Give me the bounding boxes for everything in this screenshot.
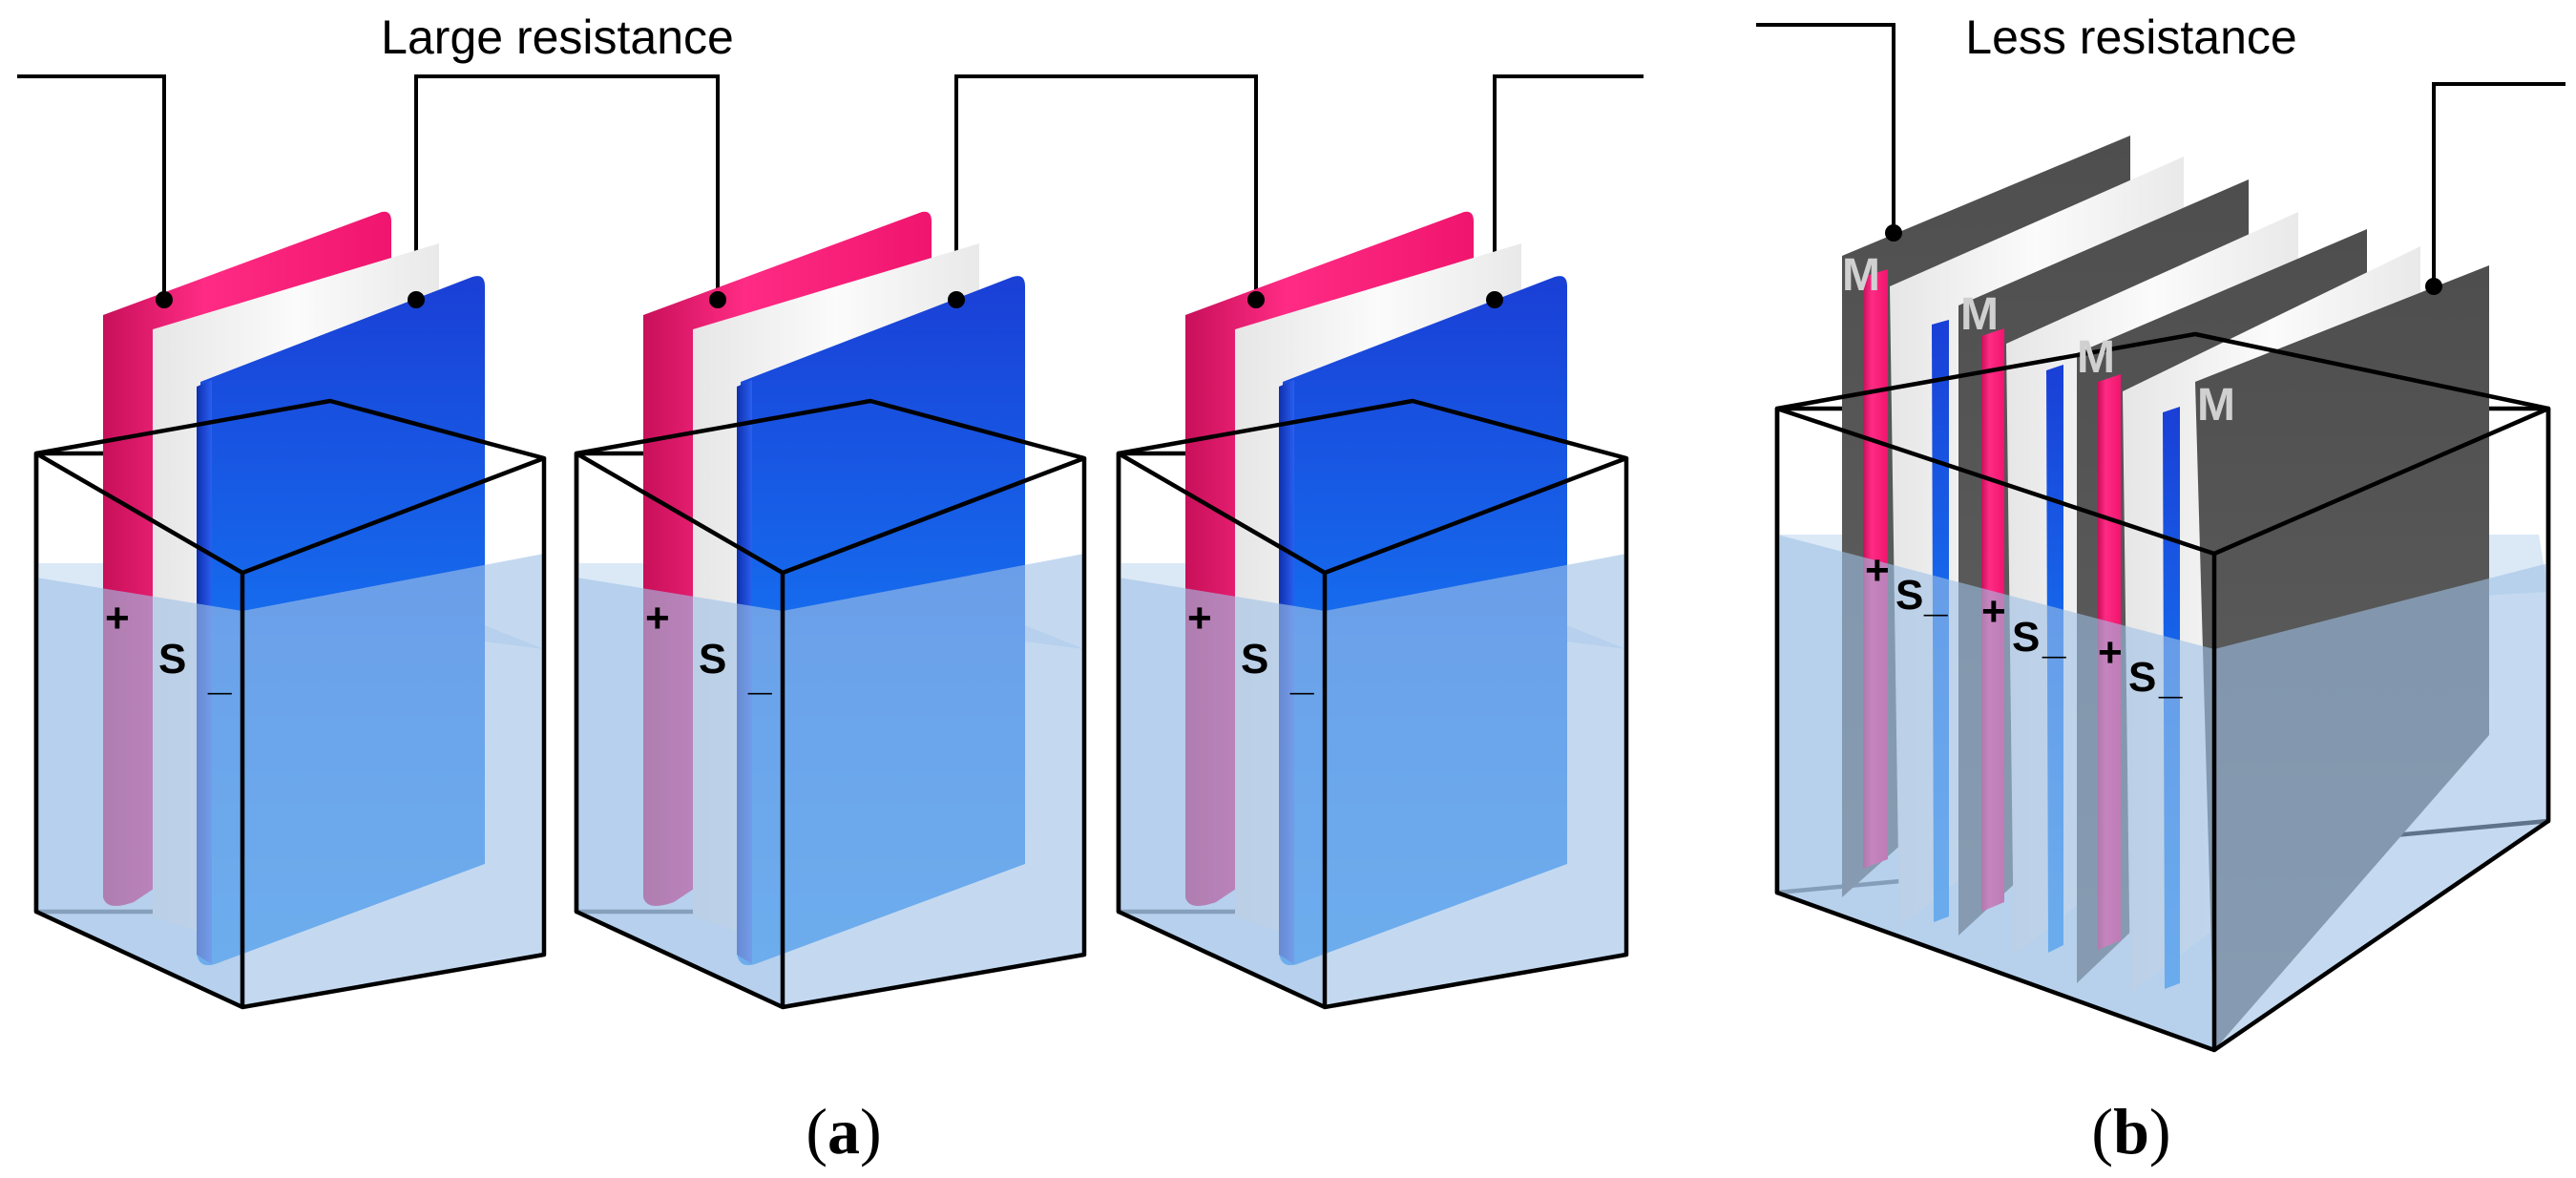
terminal-positive	[156, 291, 173, 308]
electrolyte-front	[1119, 554, 1626, 1007]
terminal-positive	[709, 291, 726, 308]
terminal-negative	[408, 291, 425, 308]
panel-a-caption: (a)	[806, 1095, 881, 1167]
terminal-negative	[1486, 291, 1503, 308]
wire-b-right-lead	[2432, 82, 2566, 286]
wire-b-left-lead	[1756, 23, 1895, 233]
cell-2: + S _	[574, 211, 1087, 1010]
separator-label: S	[699, 636, 726, 683]
plus-label: +	[1187, 595, 1212, 642]
electrolyte-front	[36, 554, 544, 1007]
terminal-right	[2425, 278, 2442, 295]
separator-label: S	[1241, 636, 1268, 683]
panel-b-caption: (b)	[2091, 1095, 2170, 1167]
separator-label: S	[158, 636, 186, 683]
minus-label: _	[207, 652, 232, 699]
minus-label-1: _	[1923, 574, 1948, 621]
plus-label-2: +	[1981, 588, 2006, 635]
minus-label: _	[747, 652, 772, 699]
terminal-negative	[948, 291, 965, 308]
metal-label-4: M	[2197, 380, 2235, 431]
panel-b: Less resistance M M	[1756, 11, 2566, 1167]
separator-label-1: S	[1895, 572, 1923, 619]
separator-label-3: S	[2128, 654, 2156, 701]
panel-b-title: Less resistance	[1965, 11, 2296, 64]
metal-label-2: M	[1960, 289, 1999, 340]
wire-a-right-lead	[1493, 74, 1644, 300]
terminal-left	[1885, 224, 1902, 242]
plus-label: +	[645, 595, 670, 642]
metal-label-3: M	[2077, 332, 2115, 383]
separator-label-2: S	[2012, 614, 2040, 661]
metal-label-1: M	[1842, 250, 1880, 301]
wire-a-cell2-to-cell3	[954, 74, 1258, 300]
terminal-positive	[1247, 291, 1265, 308]
panel-a: Large resistance + S _	[17, 11, 1644, 1167]
electrolyte-front	[576, 554, 1084, 1007]
wire-a-left-lead	[17, 74, 166, 300]
panel-a-title: Large resistance	[381, 11, 734, 64]
minus-label-3: _	[2158, 656, 2183, 703]
minus-label-2: _	[2042, 616, 2066, 663]
electrolyte-front	[1777, 535, 2548, 1050]
cell-1: + S _	[33, 211, 547, 1010]
plus-label-1: +	[1865, 547, 1890, 594]
plus-label: +	[105, 595, 130, 642]
cell-3: + S _	[1116, 211, 1629, 1010]
plus-label-3: +	[2098, 629, 2123, 676]
minus-label: _	[1289, 652, 1314, 699]
wire-a-cell1-to-cell2	[414, 74, 720, 300]
